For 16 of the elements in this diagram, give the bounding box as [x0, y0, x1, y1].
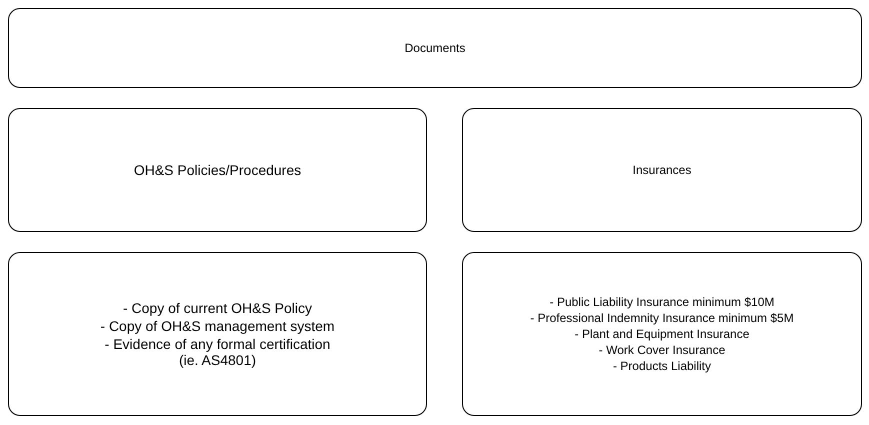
list-item: - Public Liability Insurance minimum $10M: [550, 295, 774, 309]
list-item: - Copy of current OH&S Policy: [122, 300, 312, 316]
heading-box: [8, 8, 862, 88]
box-title: Insurances: [632, 163, 692, 177]
list-item: - Products Liability: [612, 359, 712, 373]
list-item: - Evidence of any formal certification (ie. AS4801): [104, 336, 332, 368]
list-item: - Professional Indemnity Insurance minimum $5M: [530, 311, 794, 325]
list-box: [8, 252, 427, 416]
list-item: - Plant and Equipment Insurance: [574, 327, 750, 341]
category-box: [8, 108, 427, 232]
list-item: - Copy of OH&S management system: [100, 318, 335, 334]
category-box: [462, 108, 862, 232]
list-item: - Work Cover Insurance: [598, 343, 726, 357]
box-title: OH&S Policies/Procedures: [134, 162, 302, 178]
list-box: [462, 252, 862, 416]
box-title: Documents: [404, 41, 466, 55]
